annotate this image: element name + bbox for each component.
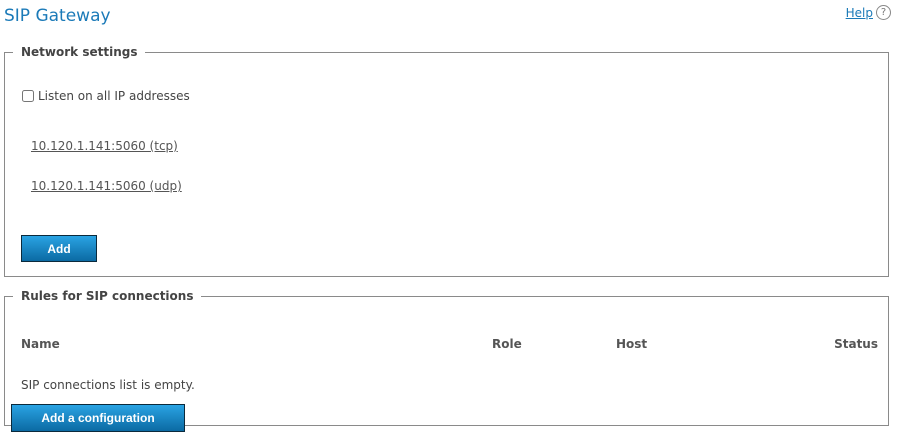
listen-all-label: Listen on all IP addresses (38, 89, 190, 103)
help-link-group: Help ? (846, 5, 891, 20)
column-header-status: Status (834, 337, 878, 351)
sip-rules-legend: Rules for SIP connections (21, 289, 194, 303)
listen-all-checkbox-row[interactable]: Listen on all IP addresses (22, 89, 190, 103)
network-settings-section: Network settings Listen on all IP addres… (4, 45, 889, 277)
page-title: SIP Gateway (4, 6, 111, 26)
address-link-tcp[interactable]: 10.120.1.141:5060 (tcp) (31, 139, 178, 153)
add-address-button[interactable]: Add (21, 235, 97, 262)
network-settings-legend: Network settings (21, 45, 138, 59)
column-header-role: Role (492, 337, 522, 351)
empty-list-message: SIP connections list is empty. (21, 378, 195, 392)
column-header-name: Name (21, 337, 60, 351)
help-question-icon[interactable]: ? (876, 5, 891, 20)
column-header-host: Host (616, 337, 648, 351)
address-link-udp[interactable]: 10.120.1.141:5060 (udp) (31, 179, 182, 193)
add-configuration-button[interactable]: Add a configuration (11, 404, 185, 432)
sip-rules-section: Rules for SIP connections Name Role Host… (4, 289, 889, 432)
help-link[interactable]: Help (845, 5, 873, 20)
listen-all-checkbox[interactable] (22, 90, 34, 102)
